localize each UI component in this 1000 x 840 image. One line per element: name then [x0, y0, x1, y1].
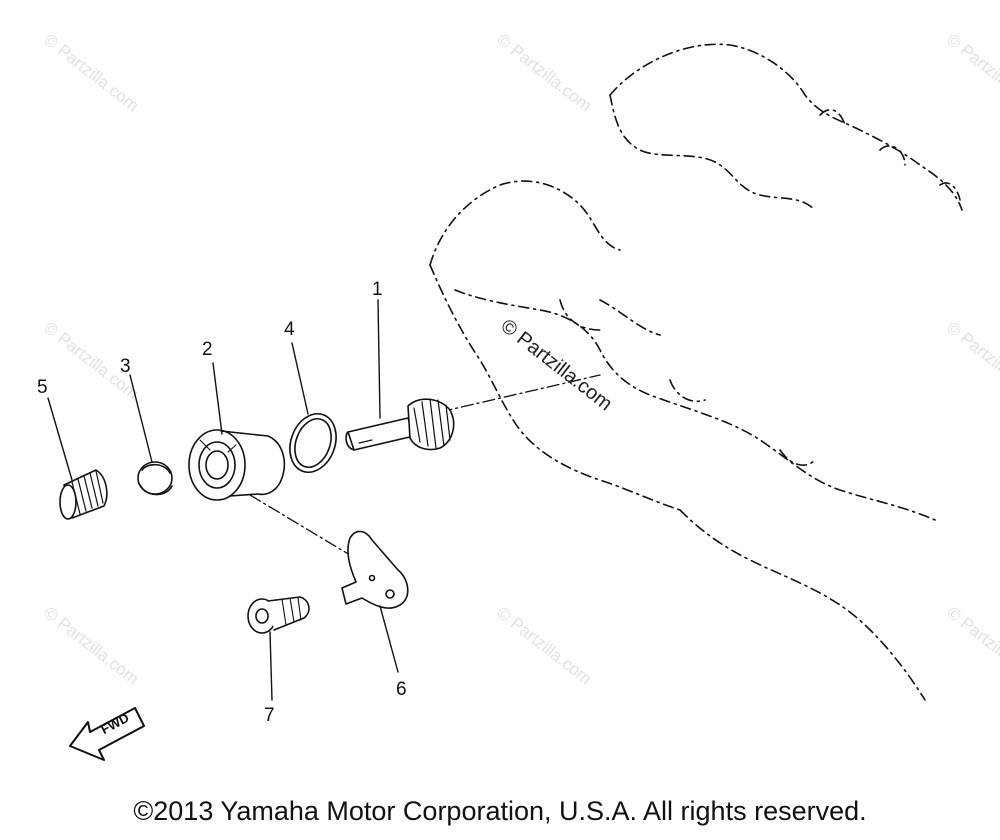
fwd-arrow-icon: [69, 707, 145, 761]
engine-case-outline: [609, 94, 816, 211]
engine-case-outline: [559, 299, 661, 336]
callout-7: 7: [264, 705, 275, 726]
engine-case-outline: [669, 379, 816, 466]
leader-lines: [47, 299, 399, 701]
copyright-notice: ©2013 Yamaha Motor Corporation, U.S.A. A…: [133, 796, 867, 826]
part-5-threaded-plug: [59, 469, 108, 520]
part-4-o-ring: [289, 413, 337, 473]
engine-case-outline: [454, 289, 936, 521]
part-3-collar: [137, 461, 173, 496]
part-2-bushing: [188, 429, 286, 501]
callout-6: 6: [396, 679, 407, 700]
callout-3: 3: [120, 356, 131, 377]
part-6-stopper-lever: [341, 530, 409, 609]
engine-case-outline: [679, 509, 926, 701]
assembly-centerline: [249, 494, 351, 556]
engine-case-outline: [609, 43, 963, 211]
callout-1: 1: [372, 279, 383, 300]
part-1-drive-gear-shaft: [345, 398, 455, 451]
engine-case-outline: [819, 109, 961, 201]
assembly-centerline: [439, 374, 601, 413]
callout-2: 2: [202, 339, 213, 360]
engine-case-outline: [429, 264, 681, 511]
engine-case-outline: [429, 180, 621, 266]
part-7-bolt: [247, 596, 310, 634]
callout-4: 4: [284, 319, 295, 340]
callout-5: 5: [37, 377, 48, 398]
